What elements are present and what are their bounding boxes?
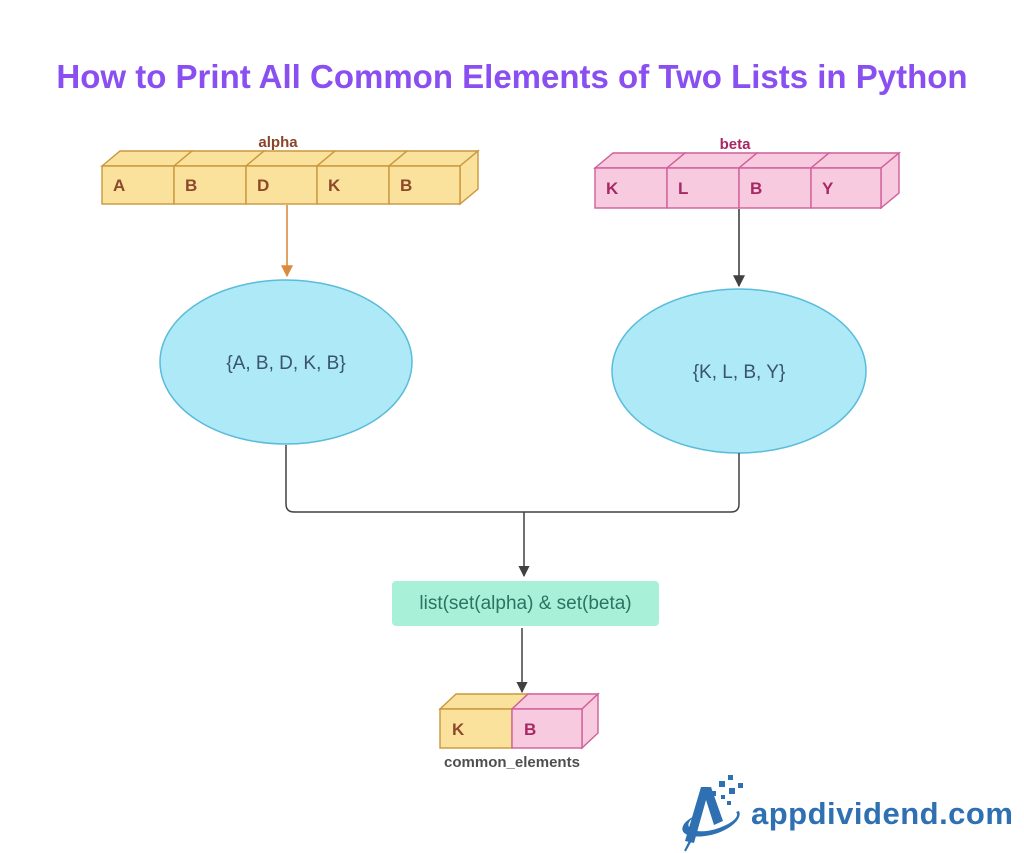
alpha-set-text: {A, B, D, K, B} (226, 353, 345, 374)
beta-list: beta K L B Y (593, 136, 901, 210)
alpha-cell (388, 165, 461, 205)
result-list: K B common_elements (438, 692, 600, 771)
alpha-list-label: alpha (258, 134, 298, 151)
alpha-set-ellipse (159, 279, 413, 445)
beta-set-node: {K, L, B, Y} (611, 288, 867, 454)
operation-box: list(set(alpha) & set(beta) (392, 581, 659, 626)
beta-list-label: beta (720, 136, 752, 153)
beta-set-text: {K, L, B, Y} (693, 362, 786, 383)
beta-set-connector (524, 453, 740, 513)
result-cell-yellow (439, 708, 513, 749)
alpha-set-connector (285, 445, 524, 513)
beta-cell-value: Y (822, 179, 834, 198)
beta-cell-value: B (750, 179, 762, 198)
operation-label: list(set(alpha) & set(beta) (419, 592, 632, 614)
alpha-cell-value: D (257, 176, 269, 195)
appdividend-logo-icon (682, 775, 743, 852)
alpha-list: alpha A B D K B (100, 134, 480, 206)
page-title: How to Print All Common Elements of Two … (56, 58, 968, 95)
result-label: common_elements (444, 754, 580, 771)
alpha-cell (245, 165, 318, 205)
beta-cell (738, 167, 812, 209)
beta-cell-value: K (606, 179, 619, 198)
brand-logo: appdividend.com (681, 775, 1013, 853)
alpha-cell-value: B (400, 176, 412, 195)
alpha-cell-value: A (113, 176, 125, 195)
result-cell-value: K (452, 720, 465, 739)
alpha-cell (173, 165, 247, 205)
alpha-cell-value: K (328, 176, 341, 195)
alpha-cell (316, 165, 390, 205)
beta-cell (666, 167, 740, 209)
alpha-set-node: {A, B, D, K, B} (159, 279, 413, 445)
beta-cell (810, 167, 882, 209)
alpha-cell-value: B (185, 176, 197, 195)
beta-cell-value: L (678, 179, 688, 198)
alpha-cell (101, 165, 175, 205)
result-cell-pink (511, 708, 583, 749)
result-cell-value: B (524, 720, 536, 739)
brand-site-name: appdividend.com (751, 796, 1014, 831)
